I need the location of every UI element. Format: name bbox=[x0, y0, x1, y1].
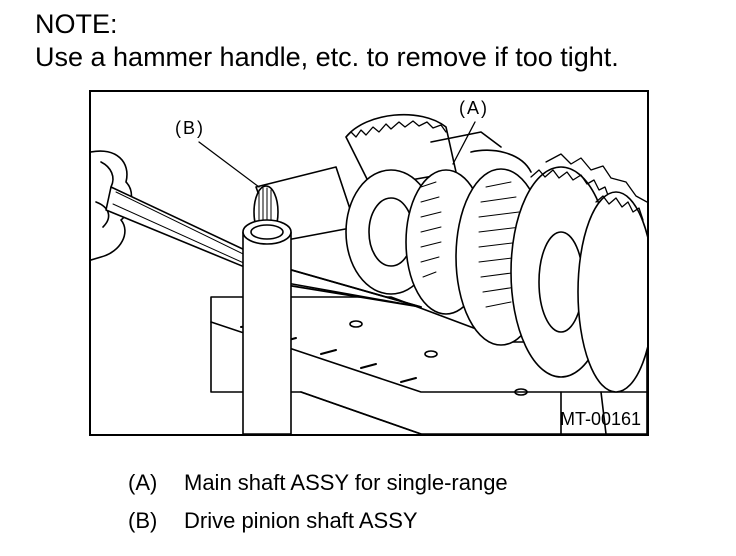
legend-text: Main shaft ASSY for single-range bbox=[184, 470, 508, 495]
note-heading: NOTE: bbox=[35, 9, 118, 39]
legend-text: Drive pinion shaft ASSY bbox=[184, 508, 418, 533]
figure-id: MT-00161 bbox=[559, 409, 641, 429]
gear-stack bbox=[345, 113, 647, 393]
callout-label-b: (B) bbox=[175, 118, 205, 138]
leader-line-b bbox=[198, 141, 260, 188]
note-text: Use a hammer handle, etc. to remove if t… bbox=[35, 42, 619, 72]
legend-item: (A) Main shaft ASSY for single-range bbox=[128, 464, 508, 502]
legend-key: (B) bbox=[128, 508, 158, 533]
hammer-handle bbox=[242, 219, 292, 434]
leader-line-a bbox=[452, 121, 476, 165]
gearbox-illustration: (A) (B) MT-00161 bbox=[89, 90, 649, 436]
legend-item: (B) Drive pinion shaft ASSY bbox=[128, 502, 508, 540]
legend-key: (A) bbox=[128, 470, 158, 495]
gearbox-drawing bbox=[91, 113, 647, 434]
case-housing bbox=[210, 296, 647, 434]
note-block: NOTE: Use a hammer handle, etc. to remov… bbox=[35, 8, 619, 74]
callout-label-a: (A) bbox=[459, 98, 489, 118]
legend: (A) Main shaft ASSY for single-range (B)… bbox=[128, 464, 508, 540]
